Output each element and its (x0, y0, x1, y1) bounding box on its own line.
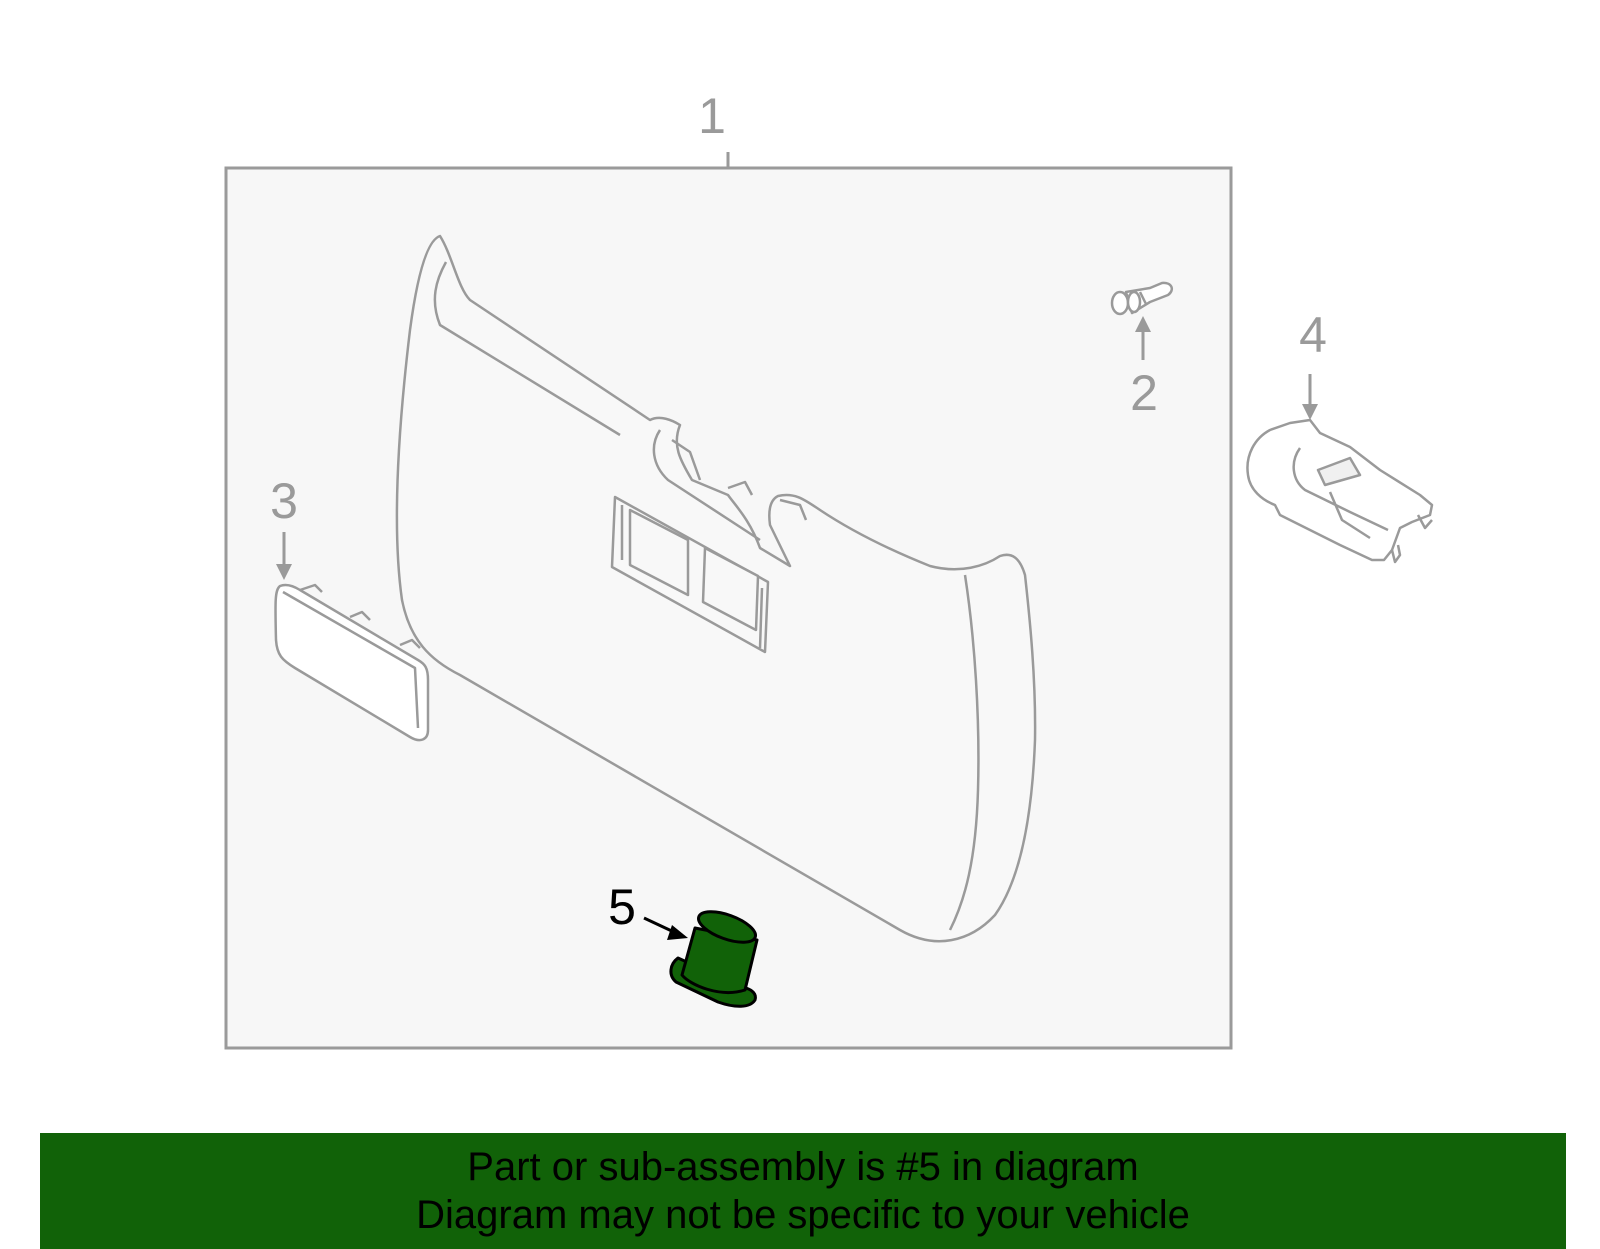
callout-4: 4 (1299, 307, 1327, 363)
callout-2: 2 (1130, 365, 1158, 421)
banner-line-part-number: Part or sub-assembly is #5 in diagram (467, 1145, 1139, 1189)
callout-5: 5 (608, 879, 636, 935)
housing-part-4 (1246, 418, 1434, 564)
trim-panel-part-1 (395, 234, 1037, 943)
banner-line-disclaimer: Diagram may not be specific to your vehi… (416, 1193, 1190, 1237)
callout-2-arrowhead (1135, 316, 1151, 332)
callout-3-arrowhead (276, 564, 292, 580)
clip-part-2 (1110, 281, 1174, 316)
part-info-banner: Part or sub-assembly is #5 in diagram Di… (40, 1133, 1566, 1249)
callout-4-arrowhead (1302, 404, 1318, 420)
callout-1: 1 (698, 88, 726, 144)
cover-part-3 (274, 583, 430, 742)
plug-part-5 (669, 910, 759, 1008)
callout-3: 3 (270, 473, 298, 529)
callout-5-arrowhead (667, 925, 688, 940)
